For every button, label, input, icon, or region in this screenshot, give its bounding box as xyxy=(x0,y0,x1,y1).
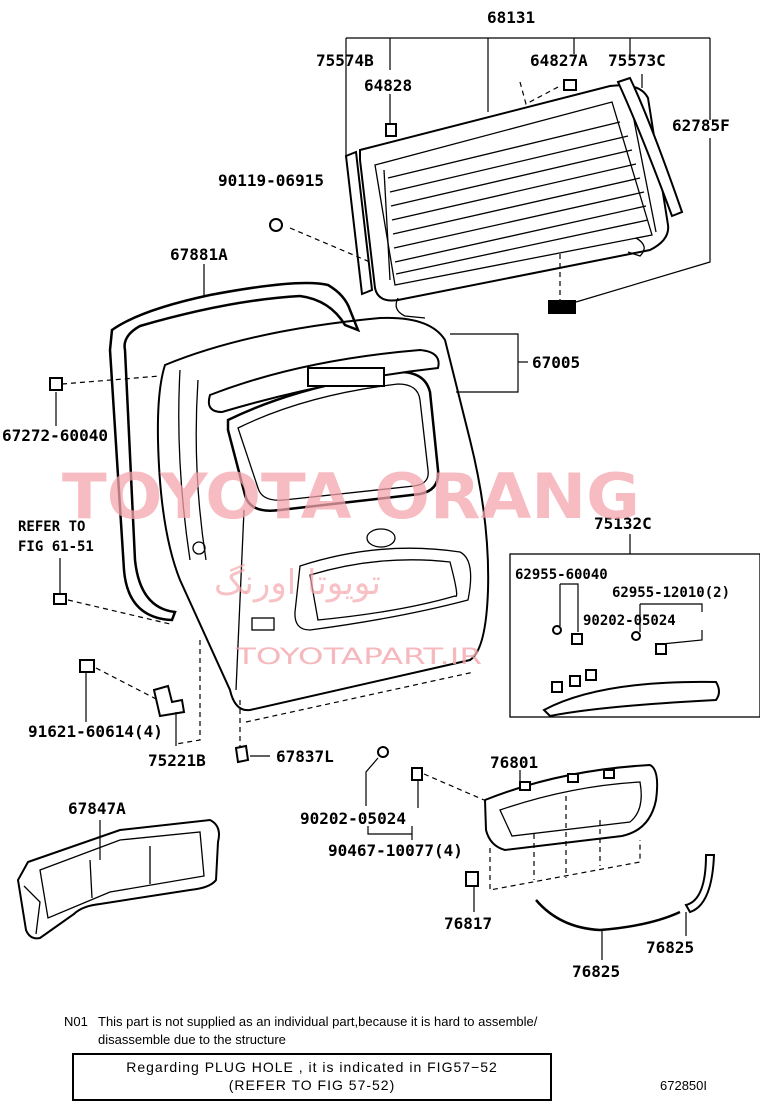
weatherstrip-67881A xyxy=(108,281,361,622)
detail-box-75132C xyxy=(509,553,760,718)
label-refer-to: REFER TO xyxy=(18,519,85,535)
label-90202-05024-a: 90202-05024 xyxy=(583,613,676,629)
label-91621-60614: 91621-60614(4) xyxy=(28,722,163,741)
clip-67272 xyxy=(49,377,63,391)
plug-hole-line1: Regarding PLUG HOLE , it is indicated in… xyxy=(126,1059,498,1075)
label-90202-05024-b: 90202-05024 xyxy=(300,809,406,828)
label-75221B: 75221B xyxy=(148,751,206,770)
part-labels: 68131 75574B 64827A 75573C 64828 62785F … xyxy=(2,8,730,981)
garnish-76801 xyxy=(483,763,659,852)
label-76817: 76817 xyxy=(444,914,492,933)
label-90119-06915: 90119-06915 xyxy=(218,171,324,190)
nut-90467 xyxy=(411,767,423,781)
label-67881A: 67881A xyxy=(170,245,228,264)
side-moulding-left xyxy=(344,150,374,296)
label-90467-10077: 90467-10077(4) xyxy=(328,841,463,860)
label-75573C: 75573C xyxy=(608,51,666,70)
moulding-76825-upper xyxy=(684,854,716,914)
clip-90202-b xyxy=(377,746,389,758)
watermark-persian: تویوتا اورنگ xyxy=(214,563,381,603)
plug-hole-line2: (REFER TO FIG 57-52) xyxy=(228,1077,396,1093)
clip-refer-61-51 xyxy=(53,593,67,605)
note-n01: N01 This part is not supplied as an indiv… xyxy=(64,1013,664,1049)
label-67005: 67005 xyxy=(532,353,580,372)
note-line2: disassemble due to the structure xyxy=(98,1032,286,1047)
label-refer-fig: FIG 61-51 xyxy=(18,539,94,555)
cap-67837L xyxy=(234,744,250,764)
bracket-75221B xyxy=(152,684,186,718)
plug-hole-notice: Regarding PLUG HOLE , it is indicated in… xyxy=(72,1053,552,1101)
label-64828: 64828 xyxy=(364,76,412,95)
figure-code: 672850I xyxy=(660,1078,707,1093)
side-moulding-right xyxy=(616,76,684,218)
leader-lines xyxy=(55,37,711,960)
label-68131: 68131 xyxy=(487,8,535,27)
clip-64827A xyxy=(563,79,577,91)
clip-64828 xyxy=(385,123,397,137)
label-plate-62785F xyxy=(548,300,576,314)
label-62955-60040: 62955-60040 xyxy=(515,567,608,583)
note-id: N01 xyxy=(64,1014,88,1029)
moulding-76825-lower xyxy=(535,899,681,932)
label-75132C: 75132C xyxy=(594,514,652,533)
clip-76817 xyxy=(465,871,479,887)
clip-91621 xyxy=(79,659,95,673)
label-67847A: 67847A xyxy=(68,799,126,818)
note-line1: This part is not supplied as an individu… xyxy=(98,1014,538,1029)
watermark-site: TOYOTAPART.IR xyxy=(235,645,482,670)
back-door-panel xyxy=(156,316,490,712)
bolt-90119 xyxy=(269,218,283,232)
label-62955-12010: 62955-12010(2) xyxy=(612,585,730,601)
label-67272-60040: 67272-60040 xyxy=(2,426,108,445)
label-75574B: 75574B xyxy=(316,51,374,70)
watermark: TOYOTA ORANG تویوتا اورنگ TOYOTAPART.IR xyxy=(62,460,640,670)
label-64827A: 64827A xyxy=(530,51,588,70)
back-window-glass xyxy=(359,84,670,319)
watermark-main: TOYOTA ORANG xyxy=(62,460,640,533)
label-76825-b: 76825 xyxy=(572,962,620,981)
label-76825-a: 76825 xyxy=(646,938,694,957)
label-76801: 76801 xyxy=(490,753,538,772)
label-67837L: 67837L xyxy=(276,747,334,766)
label-62785F: 62785F xyxy=(672,116,730,135)
panel-67847A xyxy=(16,818,220,940)
